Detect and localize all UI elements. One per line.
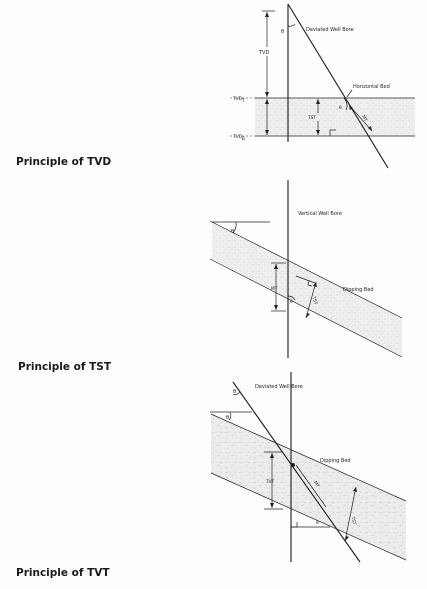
tvt-label: TVT (265, 479, 275, 485)
tst-right-angle (307, 280, 313, 287)
heading-principle-tvt: Principle of TVT (16, 567, 110, 579)
bed-label-leader (346, 89, 353, 98)
right-angle-mark (329, 129, 336, 136)
dipping-bed-label: Dipping Bed (343, 287, 374, 293)
mt-dimension-line (295, 464, 327, 508)
mt-label: MT (312, 480, 321, 489)
theta-symbol: θ (281, 29, 284, 35)
well-bore-label: Vertical Well Bore (298, 211, 342, 217)
tst-dimension-line (305, 281, 317, 319)
dip-angle-arc (232, 221, 237, 234)
tst-arrow-top (353, 487, 357, 492)
tst-arrow-down (316, 130, 320, 135)
dip-theta: θ (226, 415, 229, 421)
well-bore-label: Deviated Well Bore (255, 384, 303, 390)
intersection-dot (291, 463, 295, 467)
mt-arrow-down (368, 126, 372, 131)
tst-label-bg (307, 113, 323, 121)
deviated-well-bore (287, 3, 389, 169)
tst-label: TST (310, 295, 319, 306)
dip-angle-arc (228, 411, 232, 421)
mt-arrow-up (274, 264, 278, 269)
tst-dimension-line (344, 486, 357, 542)
dip-theta: θ (231, 229, 234, 235)
mt-dimension-line (348, 104, 373, 132)
tvd-base-label: TVDB (232, 134, 245, 142)
mt-label: MT (271, 286, 278, 292)
dipping-bed (212, 222, 402, 357)
tst-arrow-bottom (345, 536, 349, 541)
tvd-arrow-up (265, 12, 269, 17)
dipping-bed-label: Dipping Bed (320, 458, 351, 464)
heading-principle-tvd: Principle of TVD (16, 156, 112, 168)
bottom-right-angle (291, 522, 298, 528)
tst-perp-top (295, 275, 316, 284)
tvt-arrow-up (270, 453, 274, 458)
intersection-arc (343, 97, 348, 111)
well-angle-arc (232, 391, 241, 396)
inner-angle-arc (287, 295, 296, 301)
tst-label: TST (307, 115, 316, 121)
heading-principle-tst: Principle of TST (18, 361, 111, 373)
tvd-arrow-down (265, 92, 269, 97)
dipping-bed (211, 414, 406, 560)
mt-arrow-up (349, 105, 353, 110)
theta-arc (287, 23, 296, 27)
deviated-well-bore (232, 381, 361, 563)
intersection-theta: θ (339, 105, 342, 111)
mt-arrow-down (274, 305, 278, 310)
dipping-bed-base (209, 258, 403, 358)
tst-arrow-bottom (306, 313, 310, 318)
tvd-top-label: TVDT (232, 96, 245, 104)
well-theta: θ (233, 389, 236, 395)
tvd-label: TVD (258, 50, 269, 56)
dipping-bed-base (210, 472, 407, 561)
bottom-theta: θ (316, 520, 319, 526)
bed-thickness-left-arrow-up (265, 99, 269, 104)
well-bore-label: Deviated Well Bore (306, 27, 354, 33)
dipping-bed-top (210, 413, 407, 502)
mt-label: MT (360, 114, 369, 123)
dipping-bed-top (209, 220, 403, 319)
tvt-arrow-down (270, 503, 274, 508)
inner-theta: θ (290, 299, 293, 305)
tst-arrow-up (316, 99, 320, 104)
horizontal-bed-label: Horizontal Bed (353, 84, 390, 90)
tst-label: TST (349, 515, 357, 525)
tst-arrow-top (313, 282, 317, 287)
bed-thickness-left-arrow-down (265, 130, 269, 135)
tvd-label-bg (258, 47, 276, 56)
